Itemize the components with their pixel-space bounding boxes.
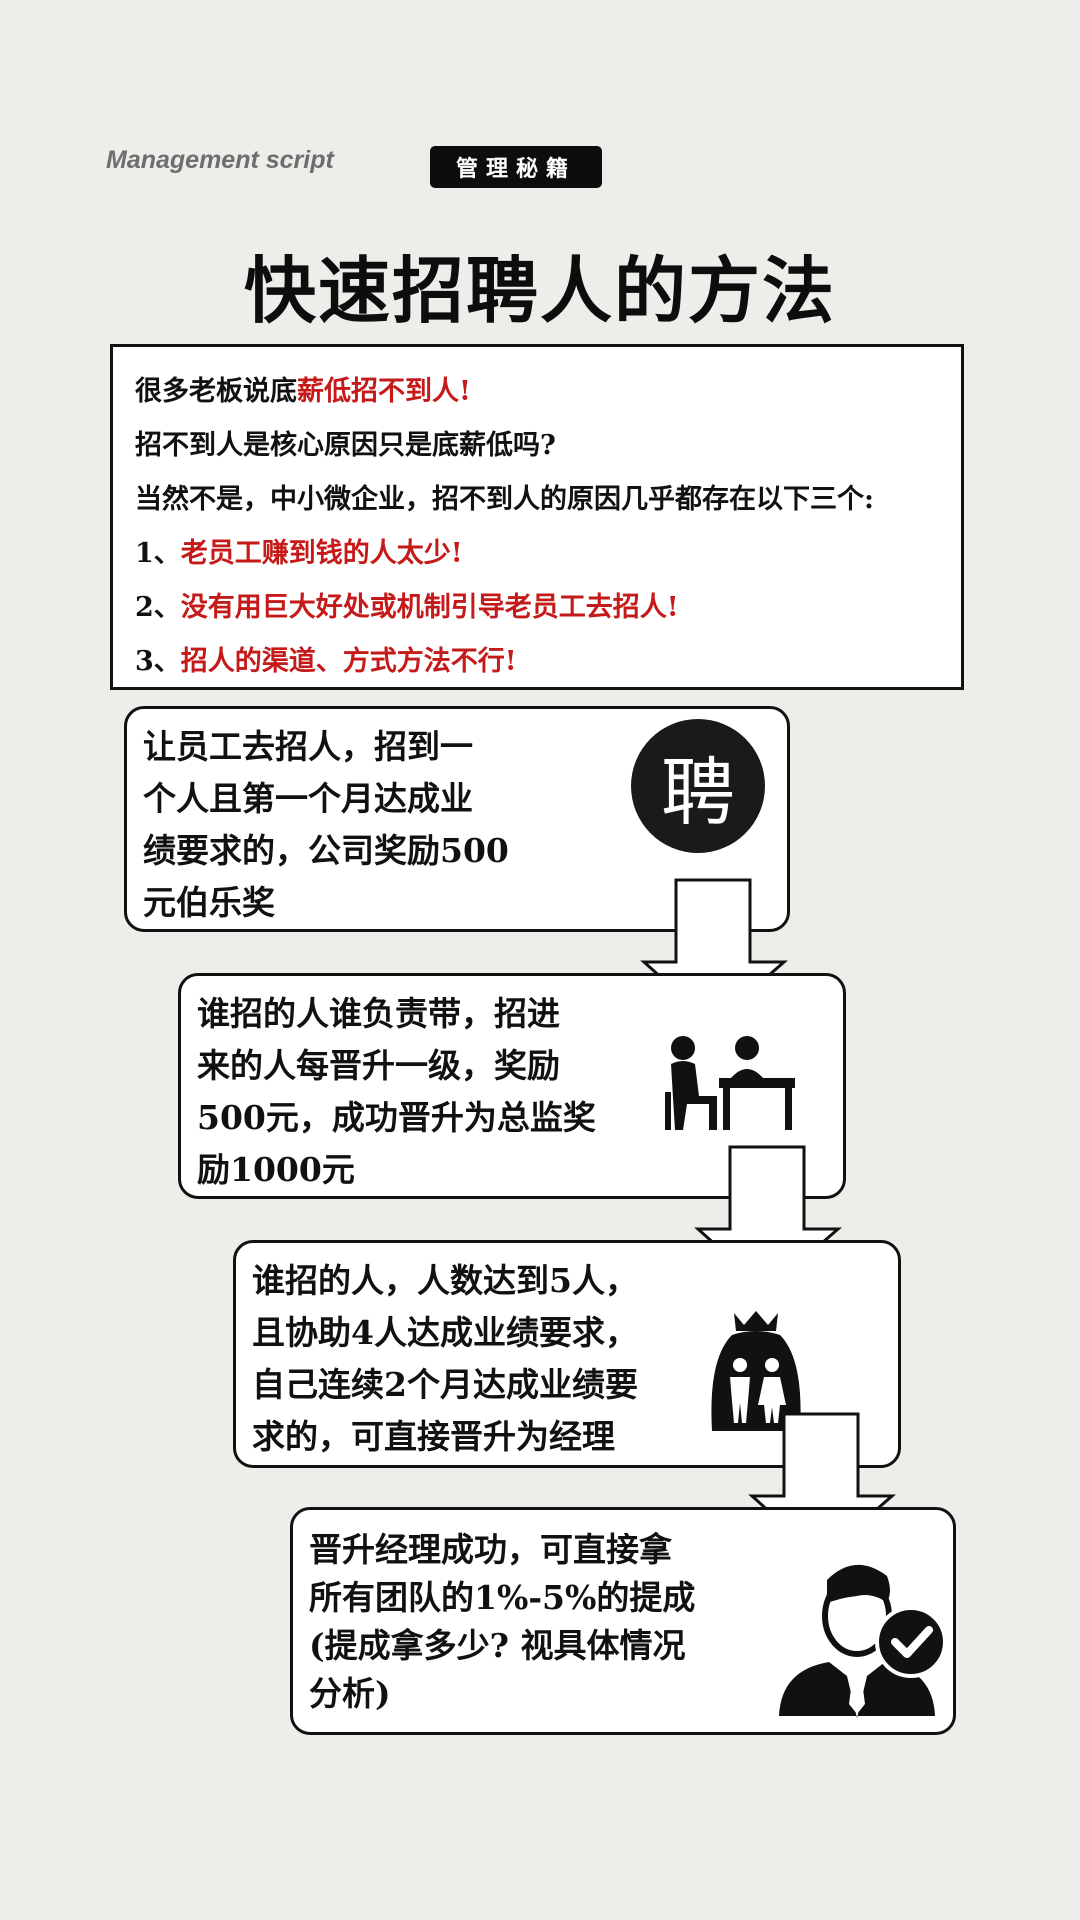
reason-item: 1、老员工赚到钱的人太少! [135, 527, 961, 581]
step-1-line: 让员工去招人，招到一 [143, 727, 473, 766]
brand-label: Management script [106, 146, 334, 174]
step-2-line: 励1000元 [197, 1150, 355, 1189]
step-3-text: 谁招的人，人数达到5人， 且协助4人达成业绩要求， 自己连续2个月达成业绩要 求… [252, 1255, 638, 1463]
crown-team-icon [711, 1311, 801, 1431]
step-2-line: 500元，成功晋升为总监奖 [197, 1098, 596, 1137]
reason-number: 3、 [135, 646, 181, 677]
intro-line-1-highlight: 薪低招不到人! [297, 376, 471, 407]
step-2-line: 来的人每晋升一级，奖励 [197, 1046, 560, 1085]
step-2-line: 谁招的人谁负责带，招进 [197, 994, 560, 1033]
reason-item: 2、没有用巨大好处或机制引导老员工去招人! [135, 581, 961, 635]
step-1-line: 个人且第一个月达成业 [143, 779, 473, 818]
step-3-line: 谁招的人，人数达到5人， [252, 1261, 638, 1300]
step-4-line: 分析) [309, 1674, 391, 1713]
reason-text: 没有用巨大好处或机制引导老员工去招人! [180, 592, 679, 623]
reason-number: 1、 [135, 538, 181, 569]
step-card-4: 晋升经理成功，可直接拿 所有团队的1%-5%的提成 (提成拿多少? 视具体情况 … [290, 1507, 956, 1735]
step-4-line: 所有团队的1%-5%的提成 [309, 1578, 696, 1617]
step-3-line: 且协助4人达成业绩要求， [252, 1313, 638, 1352]
intro-line-1-text: 很多老板说底 [135, 376, 297, 407]
pin-character: 聘 [661, 749, 735, 836]
reason-item: 3、招人的渠道、方式方法不行! [135, 635, 961, 689]
intro-box: 很多老板说底薪低招不到人! 招不到人是核心原因只是底薪低吗? 当然不是，中小微企… [110, 344, 964, 690]
reason-text: 老员工赚到钱的人太少! [180, 538, 463, 569]
step-4-text: 晋升经理成功，可直接拿 所有团队的1%-5%的提成 (提成拿多少? 视具体情况 … [309, 1526, 695, 1718]
page-title: 快速招聘人的方法 [243, 249, 836, 333]
reason-number: 2、 [135, 592, 181, 623]
intro-line-1: 很多老板说底薪低招不到人! [135, 365, 961, 419]
step-1-line: 绩要求的，公司奖励500 [143, 831, 509, 870]
category-tag: 管理秘籍 [430, 146, 602, 188]
intro-line-3: 当然不是，中小微企业，招不到人的原因几乎都存在以下三个: [135, 484, 874, 515]
step-3-line: 自己连续2个月达成业绩要 [252, 1365, 638, 1404]
step-4-line: (提成拿多少? 视具体情况 [309, 1626, 686, 1665]
interview-desk-icon [665, 1036, 795, 1130]
step-card-2: 谁招的人谁负责带，招进 来的人每晋升一级，奖励 500元，成功晋升为总监奖 励1… [178, 973, 846, 1199]
pin-character-circle-icon: 聘 [631, 719, 765, 853]
step-card-1: 让员工去招人，招到一 个人且第一个月达成业 绩要求的，公司奖励500 元伯乐奖 … [124, 706, 790, 932]
reason-text: 招人的渠道、方式方法不行! [180, 646, 517, 677]
step-2-text: 谁招的人谁负责带，招进 来的人每晋升一级，奖励 500元，成功晋升为总监奖 励1… [197, 988, 596, 1196]
step-1-text: 让员工去招人，招到一 个人且第一个月达成业 绩要求的，公司奖励500 元伯乐奖 [143, 721, 509, 929]
step-3-line: 求的，可直接晋升为经理 [252, 1417, 615, 1456]
step-1-line: 元伯乐奖 [143, 883, 275, 922]
step-4-line: 晋升经理成功，可直接拿 [309, 1530, 672, 1569]
manager-check-icon [779, 1564, 947, 1718]
intro-line-2: 招不到人是核心原因只是底薪低吗? [135, 430, 556, 461]
